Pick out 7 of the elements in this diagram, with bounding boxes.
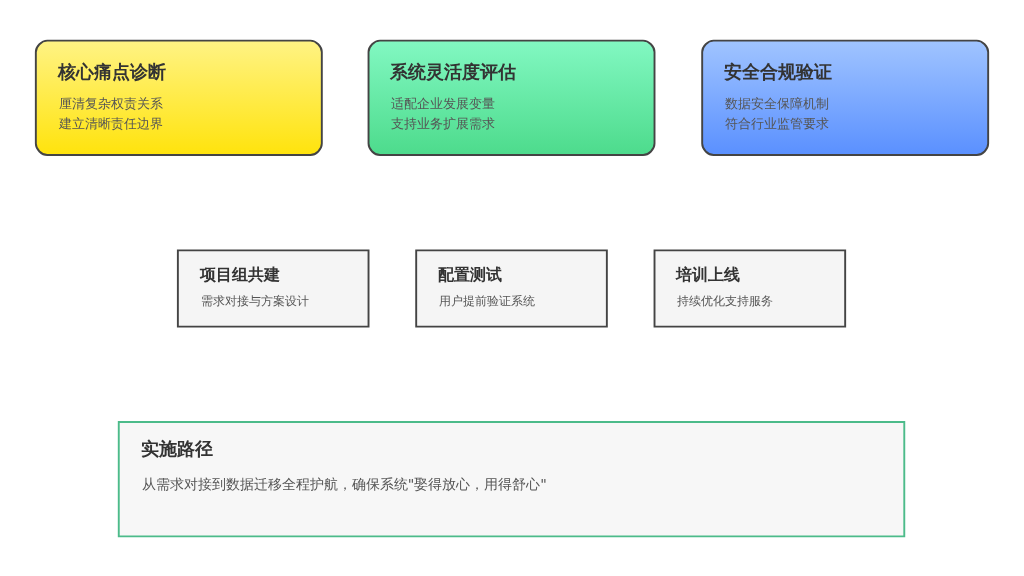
node-box: 系统灵活度评估 适配企业发展变量 支持业务扩展需求 (367, 39, 656, 156)
node-box: 培训上线 持续优化支持服务 (653, 248, 847, 328)
node-box: 配置测试 用户提前验证系统 (415, 248, 608, 328)
node-box: 实施路径 从需求对接到数据迁移全程护航，确保系统"娶得放心，用得舒心" (117, 420, 906, 537)
node-box: 项目组共建 需求对接与方案设计 (176, 248, 370, 328)
node-box: 安全合规验证 数据安全保障机制 符合行业监管要求 (701, 39, 990, 156)
node-box: 核心痛点诊断 厘清复杂权责关系 建立清晰责任边界 (34, 39, 323, 156)
